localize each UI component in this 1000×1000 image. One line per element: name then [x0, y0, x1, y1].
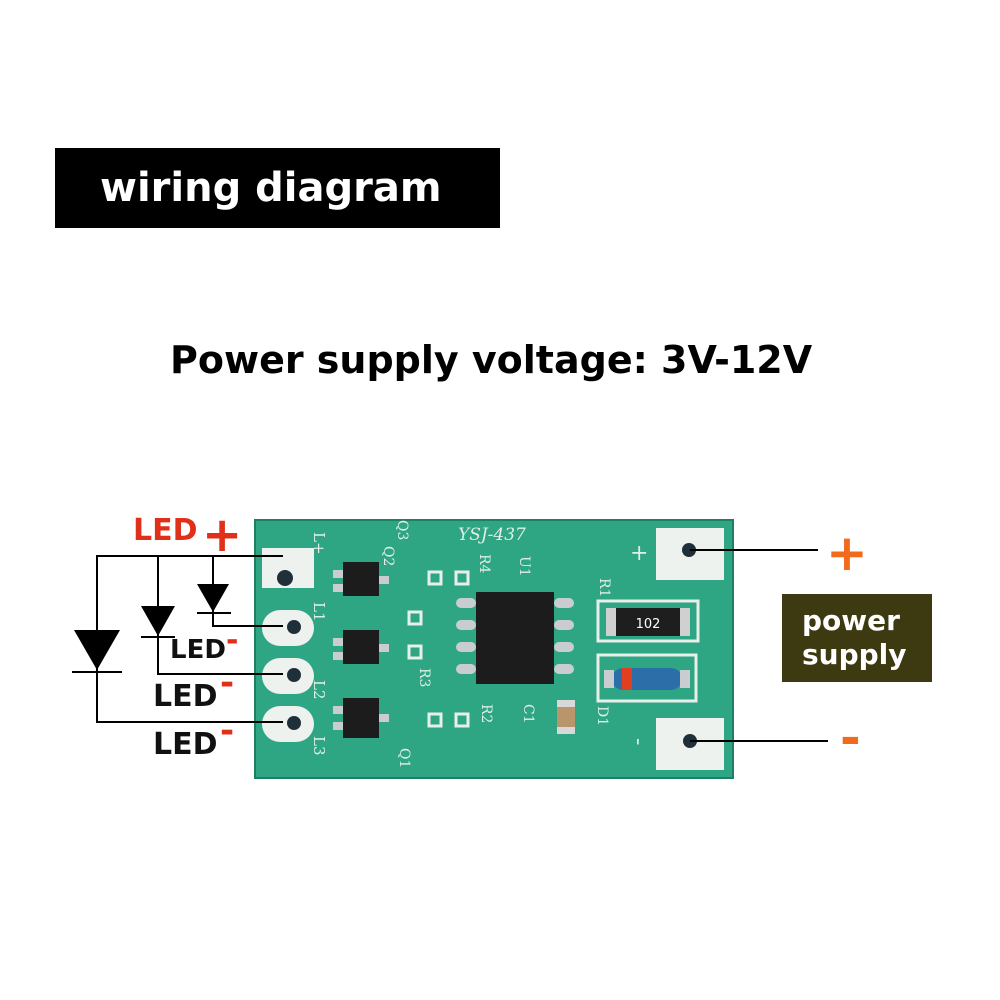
wire-led1 [212, 556, 283, 627]
power-minus-sign: - [840, 709, 861, 767]
led-negative-label-1: LED [170, 635, 226, 665]
silk-q2: Q2 [380, 546, 396, 566]
power-supply-label: power supply [782, 594, 932, 682]
ic-u1 [456, 592, 574, 684]
diode-symbol-1 [197, 584, 231, 614]
led-negative-label-2: LED [153, 679, 218, 714]
silk-vplus: + [630, 541, 648, 566]
transistor-q3 [333, 562, 389, 596]
led-negative-label-3: LED [153, 727, 218, 762]
power-leads [690, 549, 828, 742]
silk-l3: L3 [310, 736, 328, 756]
silk-r3: R3 [416, 668, 432, 687]
power-supply-line2: supply [802, 638, 907, 671]
pad-hole [277, 570, 293, 586]
silk-c1: C1 [520, 704, 536, 724]
resistor-pads [407, 570, 470, 728]
pad-hole [287, 668, 301, 682]
silk-u1: U1 [516, 556, 532, 577]
transistor-q1 [333, 698, 389, 738]
pad-hole [287, 716, 301, 730]
capacitor-c1 [557, 700, 575, 734]
title-banner: wiring diagram [55, 148, 500, 228]
silk-l-plus: L+ [310, 532, 328, 555]
pad-hole [682, 543, 696, 557]
voltage-text: Power supply voltage: 3V-12V [170, 338, 813, 382]
led-negative-sign-3: - [220, 711, 234, 751]
led-positive-label: LED [133, 513, 198, 548]
silk-l2: L2 [310, 680, 328, 700]
led-negative-sign-1: - [226, 623, 238, 658]
silk-l1: L1 [310, 602, 328, 622]
led-positive-sign: + [202, 507, 242, 563]
led-negative-sign-2: - [220, 663, 234, 703]
silk-q1: Q1 [396, 748, 412, 768]
silk-q3: Q3 [394, 520, 410, 540]
wire-led2 [157, 556, 283, 675]
title-text: wiring diagram [100, 165, 442, 211]
silk-r2: R2 [478, 704, 494, 723]
pad-hole [287, 620, 301, 634]
transistor-q2 [333, 630, 389, 664]
board-model: YSJ-437 [458, 525, 526, 545]
led-diode-symbols [72, 584, 231, 673]
pcb-edge [254, 519, 734, 779]
pcb-board: 102 YSJ-437 L+ L1 L2 L3 Q3 Q2 Q1 R4 R3 R… [254, 519, 734, 779]
resistor-code: 102 [636, 617, 661, 632]
power-plus-sign: + [826, 524, 868, 582]
silk-r1: R1 [596, 578, 612, 597]
diode-symbol-3 [72, 630, 122, 673]
power-supply-line1: power [802, 604, 900, 637]
silk-vminus: - [626, 738, 651, 745]
diode-d1 [596, 653, 698, 703]
silk-r4: R4 [476, 554, 492, 574]
resistor-r1: 102 [596, 599, 700, 643]
diode-symbol-2 [141, 606, 175, 638]
silk-d1: D1 [594, 706, 610, 726]
